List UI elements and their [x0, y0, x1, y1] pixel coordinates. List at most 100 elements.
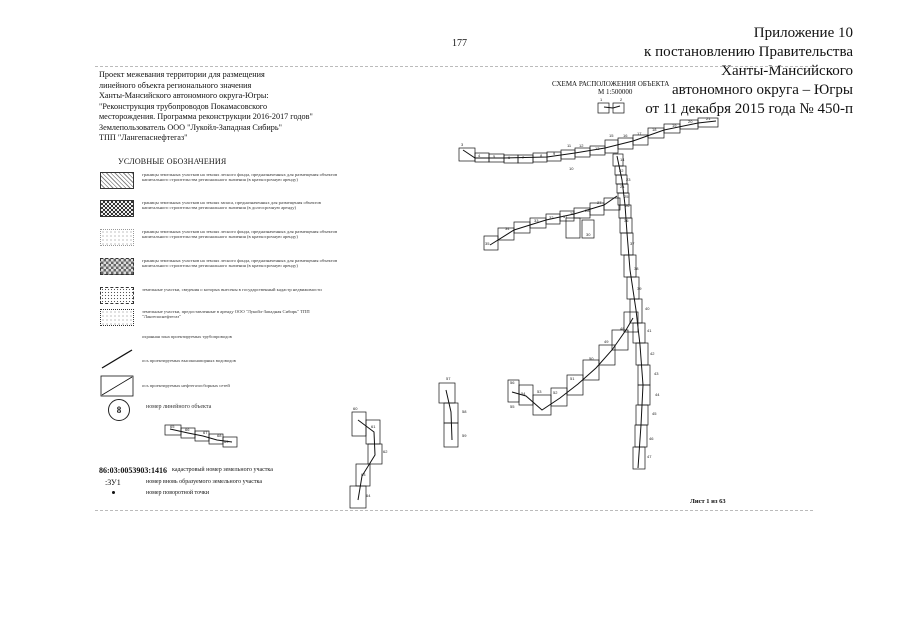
svg-text:18: 18: [652, 127, 657, 132]
svg-text:12: 12: [579, 143, 584, 148]
legend-symbol-leased: [100, 309, 134, 326]
svg-text:13: 13: [595, 146, 600, 151]
map-segment: [581, 219, 595, 239]
appendix-line-5: от 11 декабря 2015 года № 450-п: [645, 101, 853, 117]
legend-symbol-forest-short: [100, 172, 134, 189]
svg-text:20: 20: [688, 119, 693, 124]
map-segment: [637, 364, 651, 386]
svg-text:51: 51: [570, 376, 575, 381]
svg-text:68: 68: [217, 433, 222, 438]
svg-text:48: 48: [620, 326, 625, 331]
svg-text:22: 22: [619, 168, 624, 173]
map-segment: [517, 154, 534, 164]
svg-text:64: 64: [366, 493, 371, 498]
map-segment: [222, 436, 238, 448]
legend-text: номер линейного объекта: [146, 404, 212, 410]
svg-text:55: 55: [510, 404, 515, 409]
map-segment: [637, 384, 651, 406]
svg-text:62: 62: [383, 449, 388, 454]
svg-text:59: 59: [462, 433, 467, 438]
project-line: Ханты-Мансийского автономного округа-Югр…: [99, 91, 269, 100]
svg-text:16: 16: [623, 133, 628, 138]
legend-text: границы земельных участков на землях лес…: [142, 229, 338, 240]
svg-text:30: 30: [586, 232, 591, 237]
sheet-number: Лист 1 из 63: [690, 498, 726, 505]
legend-text: охранная зона проектируемых трубопроводо…: [142, 334, 232, 339]
svg-text:56: 56: [510, 380, 515, 385]
svg-text:61: 61: [371, 424, 376, 429]
svg-text:21: 21: [706, 116, 711, 121]
project-line: Землепользователь ООО "Лукойл-Западная С…: [99, 122, 282, 132]
appendix-line-3: Ханты-Мансийского: [721, 63, 853, 79]
svg-text:32: 32: [549, 215, 554, 220]
map-segment: [603, 197, 621, 211]
legend-symbol-reserve-long: [100, 200, 134, 217]
svg-text:42: 42: [650, 351, 655, 356]
legend-text: границы земельных участков на землях лес…: [142, 172, 338, 183]
svg-text:45: 45: [652, 411, 657, 416]
legend-text: земельные участки, предоставленные в аре…: [142, 309, 310, 320]
svg-text:29: 29: [570, 211, 575, 216]
svg-text:57: 57: [446, 376, 451, 381]
svg-text:53: 53: [537, 389, 542, 394]
svg-text:2: 2: [620, 97, 623, 102]
schema-scale: М 1:500000: [598, 88, 633, 96]
svg-text:40: 40: [645, 306, 650, 311]
svg-text:54: 54: [521, 391, 526, 396]
zu-desc: номер вновь образуемого земельного участ…: [146, 479, 263, 485]
project-description: Проект межевания территории для размещен…: [99, 70, 349, 144]
svg-text:6: 6: [508, 155, 511, 160]
legend-symbol-forest-checker: [100, 258, 134, 275]
map-segment: [582, 359, 600, 381]
svg-text:50: 50: [589, 356, 594, 361]
object-number-circle: 8: [108, 399, 130, 421]
svg-text:67: 67: [203, 430, 208, 435]
legend-text: ось проектируемых высоконапорных водовод…: [142, 358, 236, 363]
map-segment: [458, 147, 476, 162]
svg-text:69: 69: [224, 439, 229, 444]
svg-text:36: 36: [624, 218, 629, 223]
svg-text:41: 41: [647, 328, 652, 333]
legend-title: УСЛОВНЫЕ ОБОЗНАЧЕНИЯ: [118, 157, 227, 166]
map-segment: [611, 329, 629, 351]
legend-symbol-cadastral: [100, 287, 134, 304]
svg-text:5: 5: [493, 154, 496, 159]
svg-text:1: 1: [600, 97, 603, 102]
appendix-line-2: к постановлению Правительства: [644, 44, 853, 60]
map-segment: [349, 485, 367, 509]
svg-text:31: 31: [563, 214, 568, 219]
map-segment: [632, 134, 649, 146]
svg-text:66: 66: [185, 427, 190, 432]
svg-text:52: 52: [553, 390, 558, 395]
svg-text:11: 11: [567, 143, 572, 148]
svg-text:43: 43: [654, 371, 659, 376]
appendix-line-4: автономного округа – Югры: [671, 82, 853, 98]
map-segment: [503, 154, 519, 164]
legend-text: границы земельных участков на землях лес…: [142, 258, 338, 269]
svg-text:24: 24: [620, 184, 625, 189]
map-segment: [443, 422, 459, 448]
appendix-line-1: Приложение 10: [753, 25, 853, 41]
map-segment: [623, 311, 639, 333]
svg-text:17: 17: [637, 131, 642, 136]
cadastral-number: 86:03:0053903:1416: [99, 466, 167, 475]
svg-text:14: 14: [620, 157, 625, 162]
legend-symbol-oil-line: [100, 375, 134, 397]
svg-text:34: 34: [505, 226, 510, 231]
frame-top-border: [95, 66, 813, 67]
project-line: "Реконструкция трубопроводов Покамасовск…: [99, 101, 268, 111]
svg-text:60: 60: [353, 406, 358, 411]
map-segment: [565, 217, 581, 239]
legend-symbol-water-line: [101, 349, 133, 369]
page-number: 177: [452, 38, 467, 49]
svg-text:49: 49: [604, 339, 609, 344]
svg-text:19: 19: [672, 123, 677, 128]
map-segment: [635, 342, 649, 366]
svg-text:28: 28: [585, 208, 590, 213]
svg-text:39: 39: [637, 286, 642, 291]
svg-text:44: 44: [655, 392, 660, 397]
svg-text:25: 25: [624, 194, 629, 199]
project-line: ТПП "Лангепаснефтегаз": [99, 133, 188, 142]
